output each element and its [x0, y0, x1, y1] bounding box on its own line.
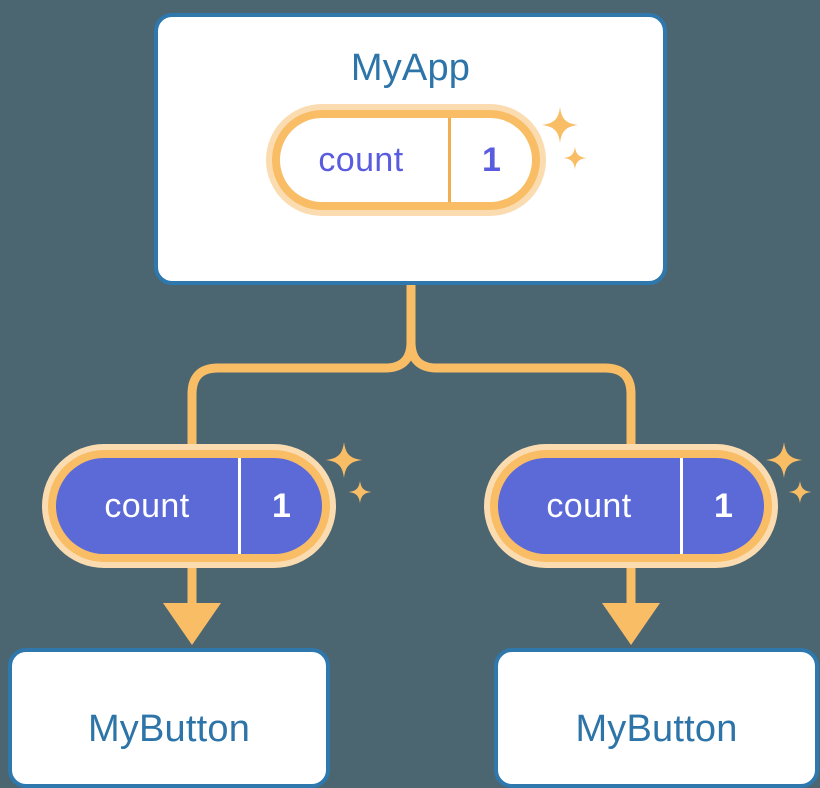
component-title-mybutton-left: MyButton: [87, 708, 251, 750]
pill-inner-ring: count 1: [272, 110, 540, 210]
state-pill-mybutton-right[interactable]: count 1: [484, 444, 778, 568]
component-box-mybutton-right[interactable]: MyButton: [494, 648, 819, 788]
diagram-canvas: MyApp count 1 count 1: [8, 13, 819, 788]
pill-body: count 1: [280, 118, 532, 202]
state-key-label: count: [546, 486, 632, 525]
state-key-label: count: [104, 486, 190, 525]
state-pill-myapp[interactable]: count 1: [266, 104, 546, 216]
component-box-mybutton-left[interactable]: MyButton: [8, 648, 330, 788]
pill-body: count 1: [56, 458, 322, 554]
state-value-label: 1: [238, 458, 322, 554]
pill-body: count 1: [498, 458, 764, 554]
pill-outer-ring: count 1: [42, 444, 336, 568]
state-value-label: 1: [680, 458, 764, 554]
pill-inner-ring: count 1: [490, 450, 772, 562]
pill-outer-ring: count 1: [266, 104, 546, 216]
component-title-mybutton-right: MyButton: [575, 708, 738, 750]
state-value-label: 1: [448, 118, 532, 202]
state-key-label: count: [318, 140, 404, 179]
pill-inner-ring: count 1: [48, 450, 330, 562]
sparkle-icon: [348, 480, 372, 504]
component-title-myapp: MyApp: [350, 47, 471, 89]
state-pill-mybutton-left[interactable]: count 1: [42, 444, 336, 568]
pill-outer-ring: count 1: [484, 444, 778, 568]
sparkle-icon: [788, 480, 812, 504]
